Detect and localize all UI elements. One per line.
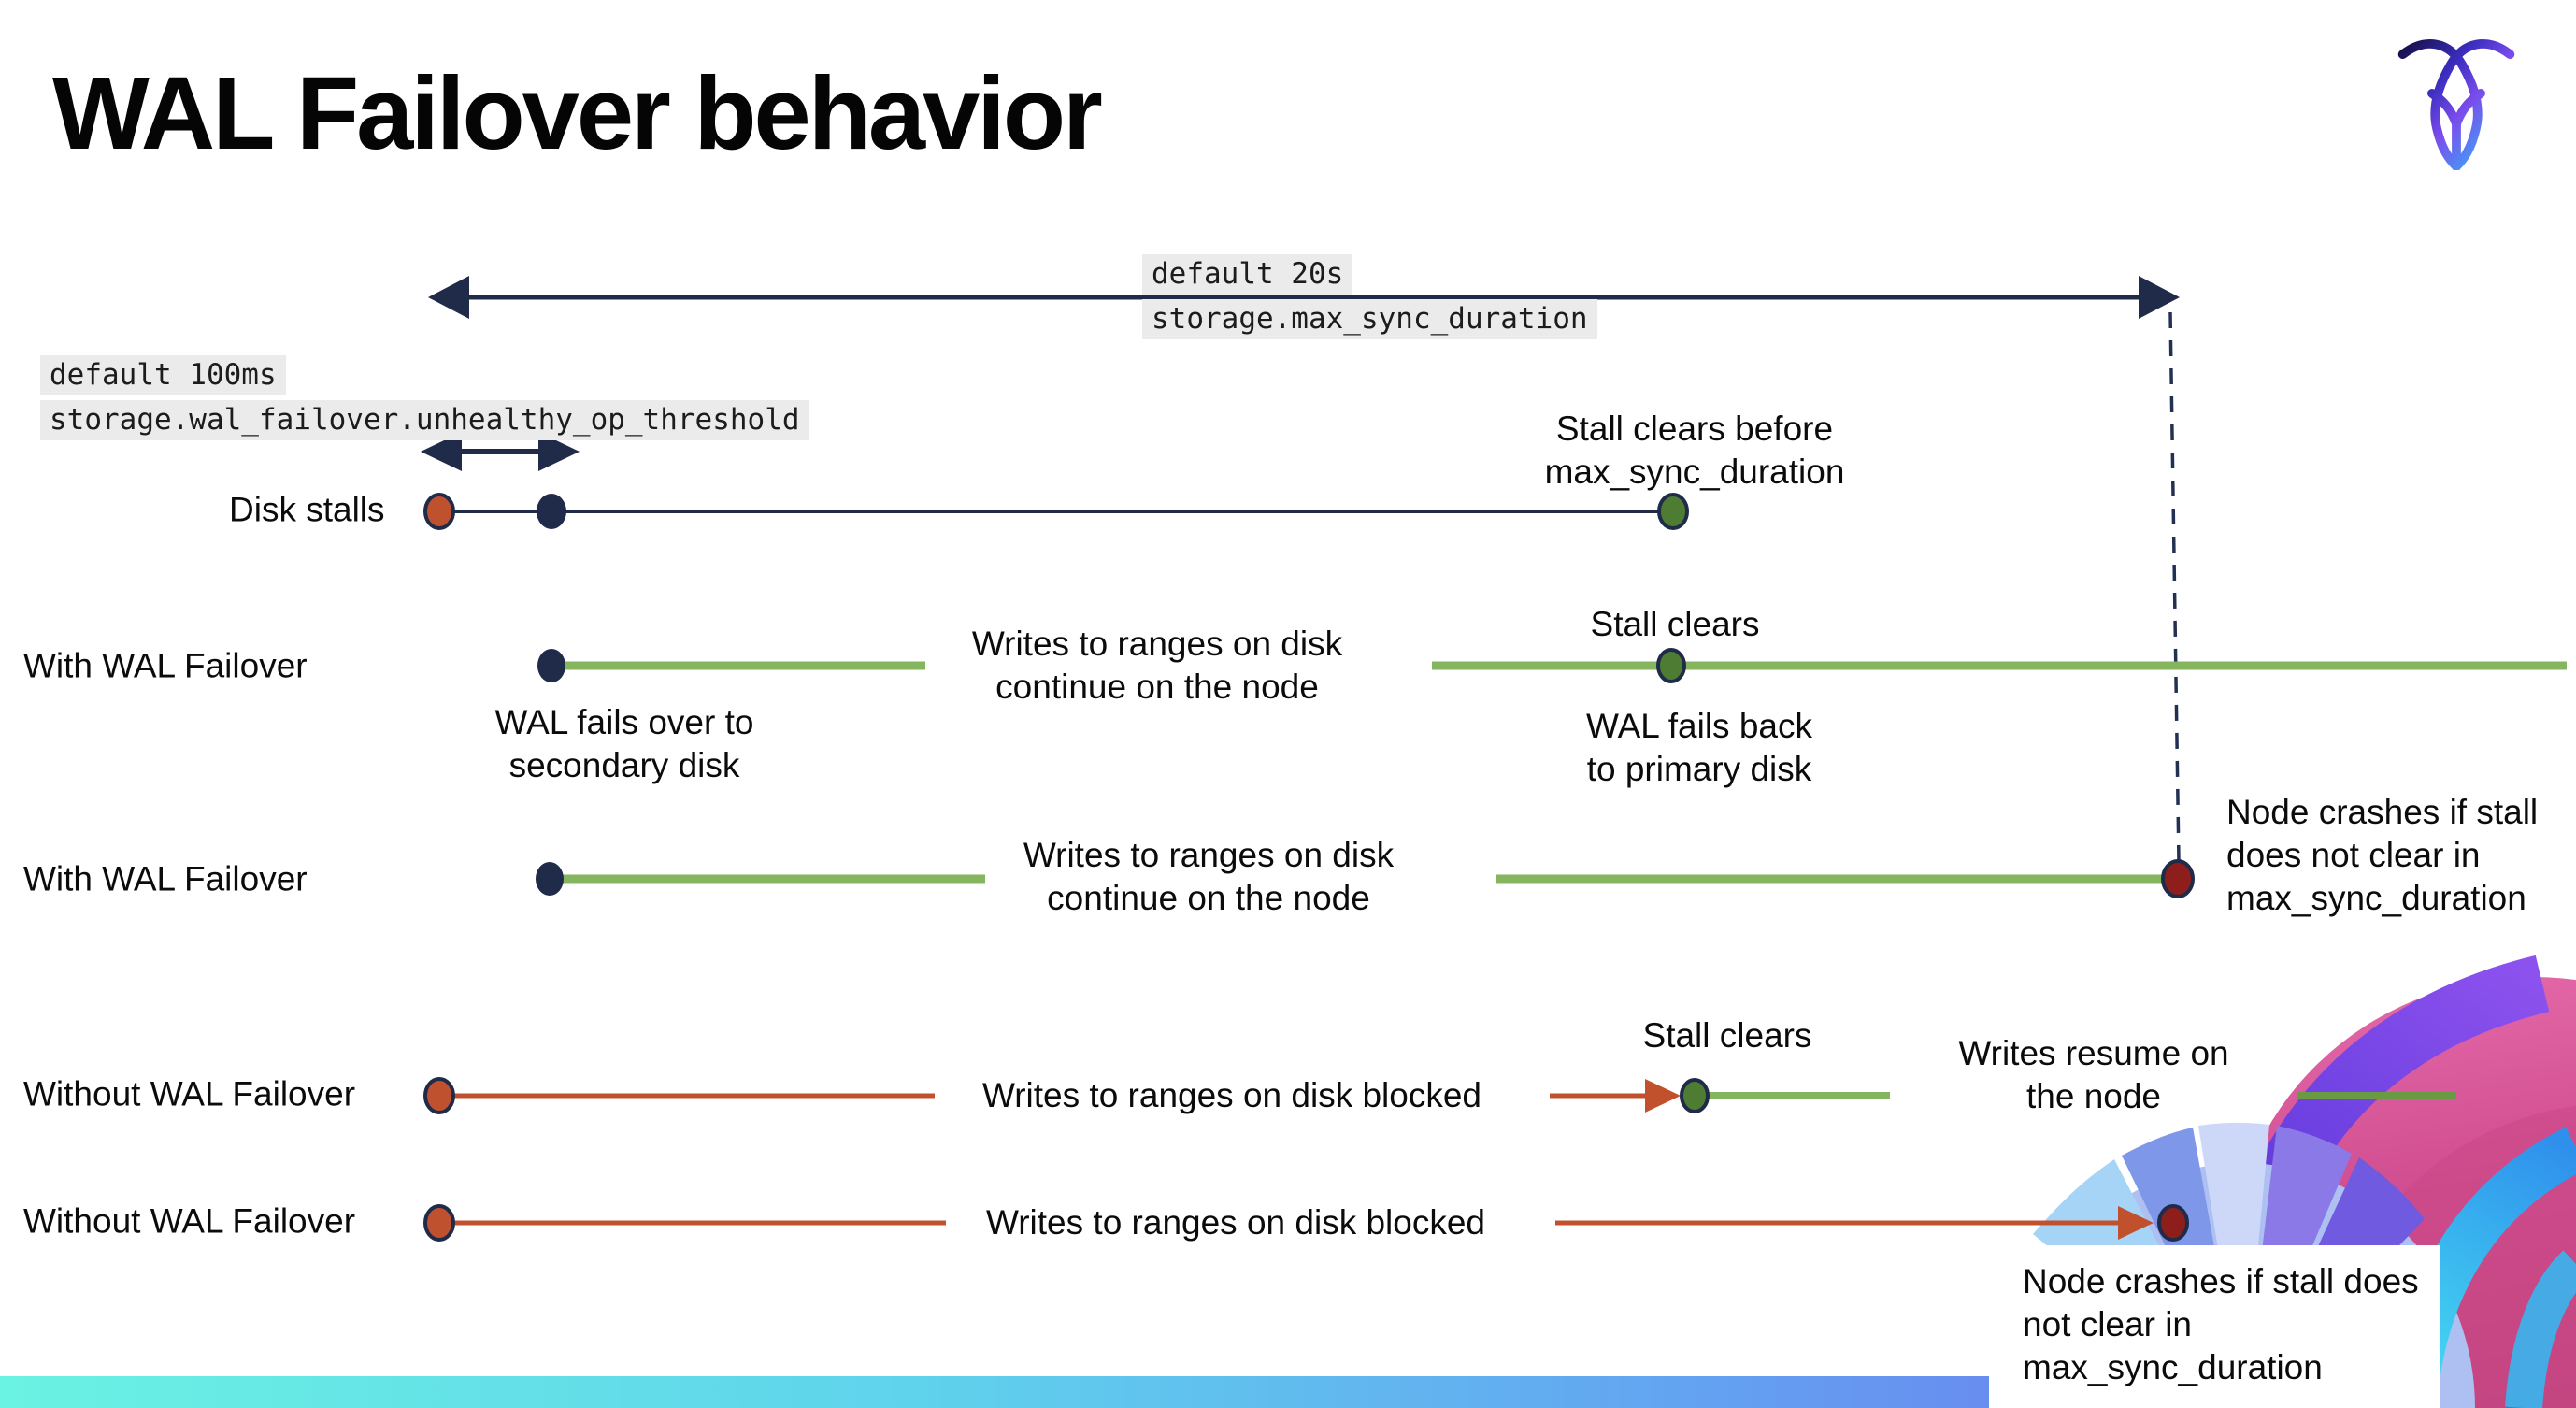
disk-stall-clear-dot: [1657, 493, 1689, 530]
ann-stall-clears-1: Stall clears: [1590, 605, 1760, 643]
row-label-disk-stalls: Disk stalls: [229, 490, 385, 529]
nofailover1-start-dot: [423, 1077, 455, 1114]
nofailover2-start-dot: [423, 1204, 455, 1242]
without-failover1-red-arrow: [1550, 1079, 1681, 1113]
disk-stall-start-dot: [423, 493, 455, 530]
failover1-failback-dot: [1656, 648, 1686, 683]
ann-writes-continue-1: Writes to ranges on disk continue on the…: [971, 625, 1343, 706]
ann-stall-clears-before: Stall clears before max_sync_duration: [1544, 409, 1845, 491]
row-label-with-failover-1: With WAL Failover: [23, 646, 308, 685]
max-sync-duration-arrow: [428, 276, 2180, 319]
failover2-crash-dot: [2161, 859, 2195, 898]
nofailover1-clear-dot: [1680, 1078, 1710, 1113]
nofailover2-crash-dot: [2157, 1204, 2189, 1242]
failover2-start-dot: [536, 862, 564, 896]
max-sync-setting-text: storage.max_sync_duration: [1142, 299, 1597, 339]
ann-node-crashes-1: Node crashes if stall does not clear in …: [2226, 793, 2539, 917]
row-label-without-failover-1: Without WAL Failover: [23, 1074, 356, 1113]
row-label-with-failover-2: With WAL Failover: [23, 859, 308, 898]
row-label-without-failover-2: Without WAL Failover: [23, 1201, 356, 1241]
ann-wal-fails-over: WAL fails over to secondary disk: [494, 703, 754, 784]
dashed-timeout-line: [2168, 311, 2181, 863]
ann-writes-resume: Writes resume on the node: [1958, 1034, 2229, 1115]
threshold-arrow: [421, 432, 580, 471]
ann-stall-clears-2: Stall clears: [1642, 1016, 1812, 1055]
threshold-setting-text: storage.wal_failover.unhealthy_op_thresh…: [40, 400, 809, 440]
ann-wal-fails-back: WAL fails back to primary disk: [1586, 707, 1812, 788]
crash-note-box: Node crashes if stall does not clear in …: [1989, 1245, 2440, 1408]
failover1-start-dot: [537, 649, 565, 682]
max-sync-default-text: default 20s: [1142, 254, 1353, 295]
ann-writes-blocked-1: Writes to ranges on disk blocked: [981, 1076, 1482, 1114]
max-sync-config-label: default 20s storage.max_sync_duration: [1142, 254, 1597, 339]
threshold-default-text: default 100ms: [40, 355, 286, 395]
page-title: WAL Failover behavior: [52, 56, 1103, 171]
ann-writes-continue-2: Writes to ranges on disk continue on the…: [1023, 836, 1395, 917]
ann-node-crashes-2: Node crashes if stall does not clear in …: [2023, 1262, 2419, 1386]
cyan-arc-small-shape: [2505, 1250, 2576, 1408]
without-failover2-red-arrow: [1555, 1206, 2154, 1240]
ann-writes-blocked-2: Writes to ranges on disk blocked: [985, 1203, 1486, 1242]
cockroachdb-logo-icon: [2397, 39, 2515, 170]
disk-stall-threshold-dot: [537, 494, 566, 529]
threshold-config-label: default 100ms storage.wal_failover.unhea…: [40, 355, 809, 440]
